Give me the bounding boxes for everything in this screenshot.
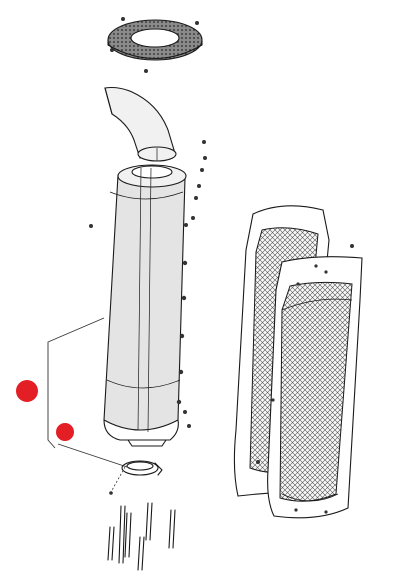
callout-lines — [47, 317, 131, 469]
muffler-inlet-elbow — [104, 86, 177, 162]
heat-shield — [233, 205, 363, 519]
mounting-bolts — [89, 140, 207, 428]
callout-marker-1[interactable] — [16, 380, 38, 402]
flange-plate — [107, 17, 203, 73]
stud-set — [107, 502, 176, 571]
callout-marker-2[interactable] — [56, 423, 74, 441]
exhaust-clamp — [109, 460, 163, 495]
muffler-body — [103, 164, 187, 447]
